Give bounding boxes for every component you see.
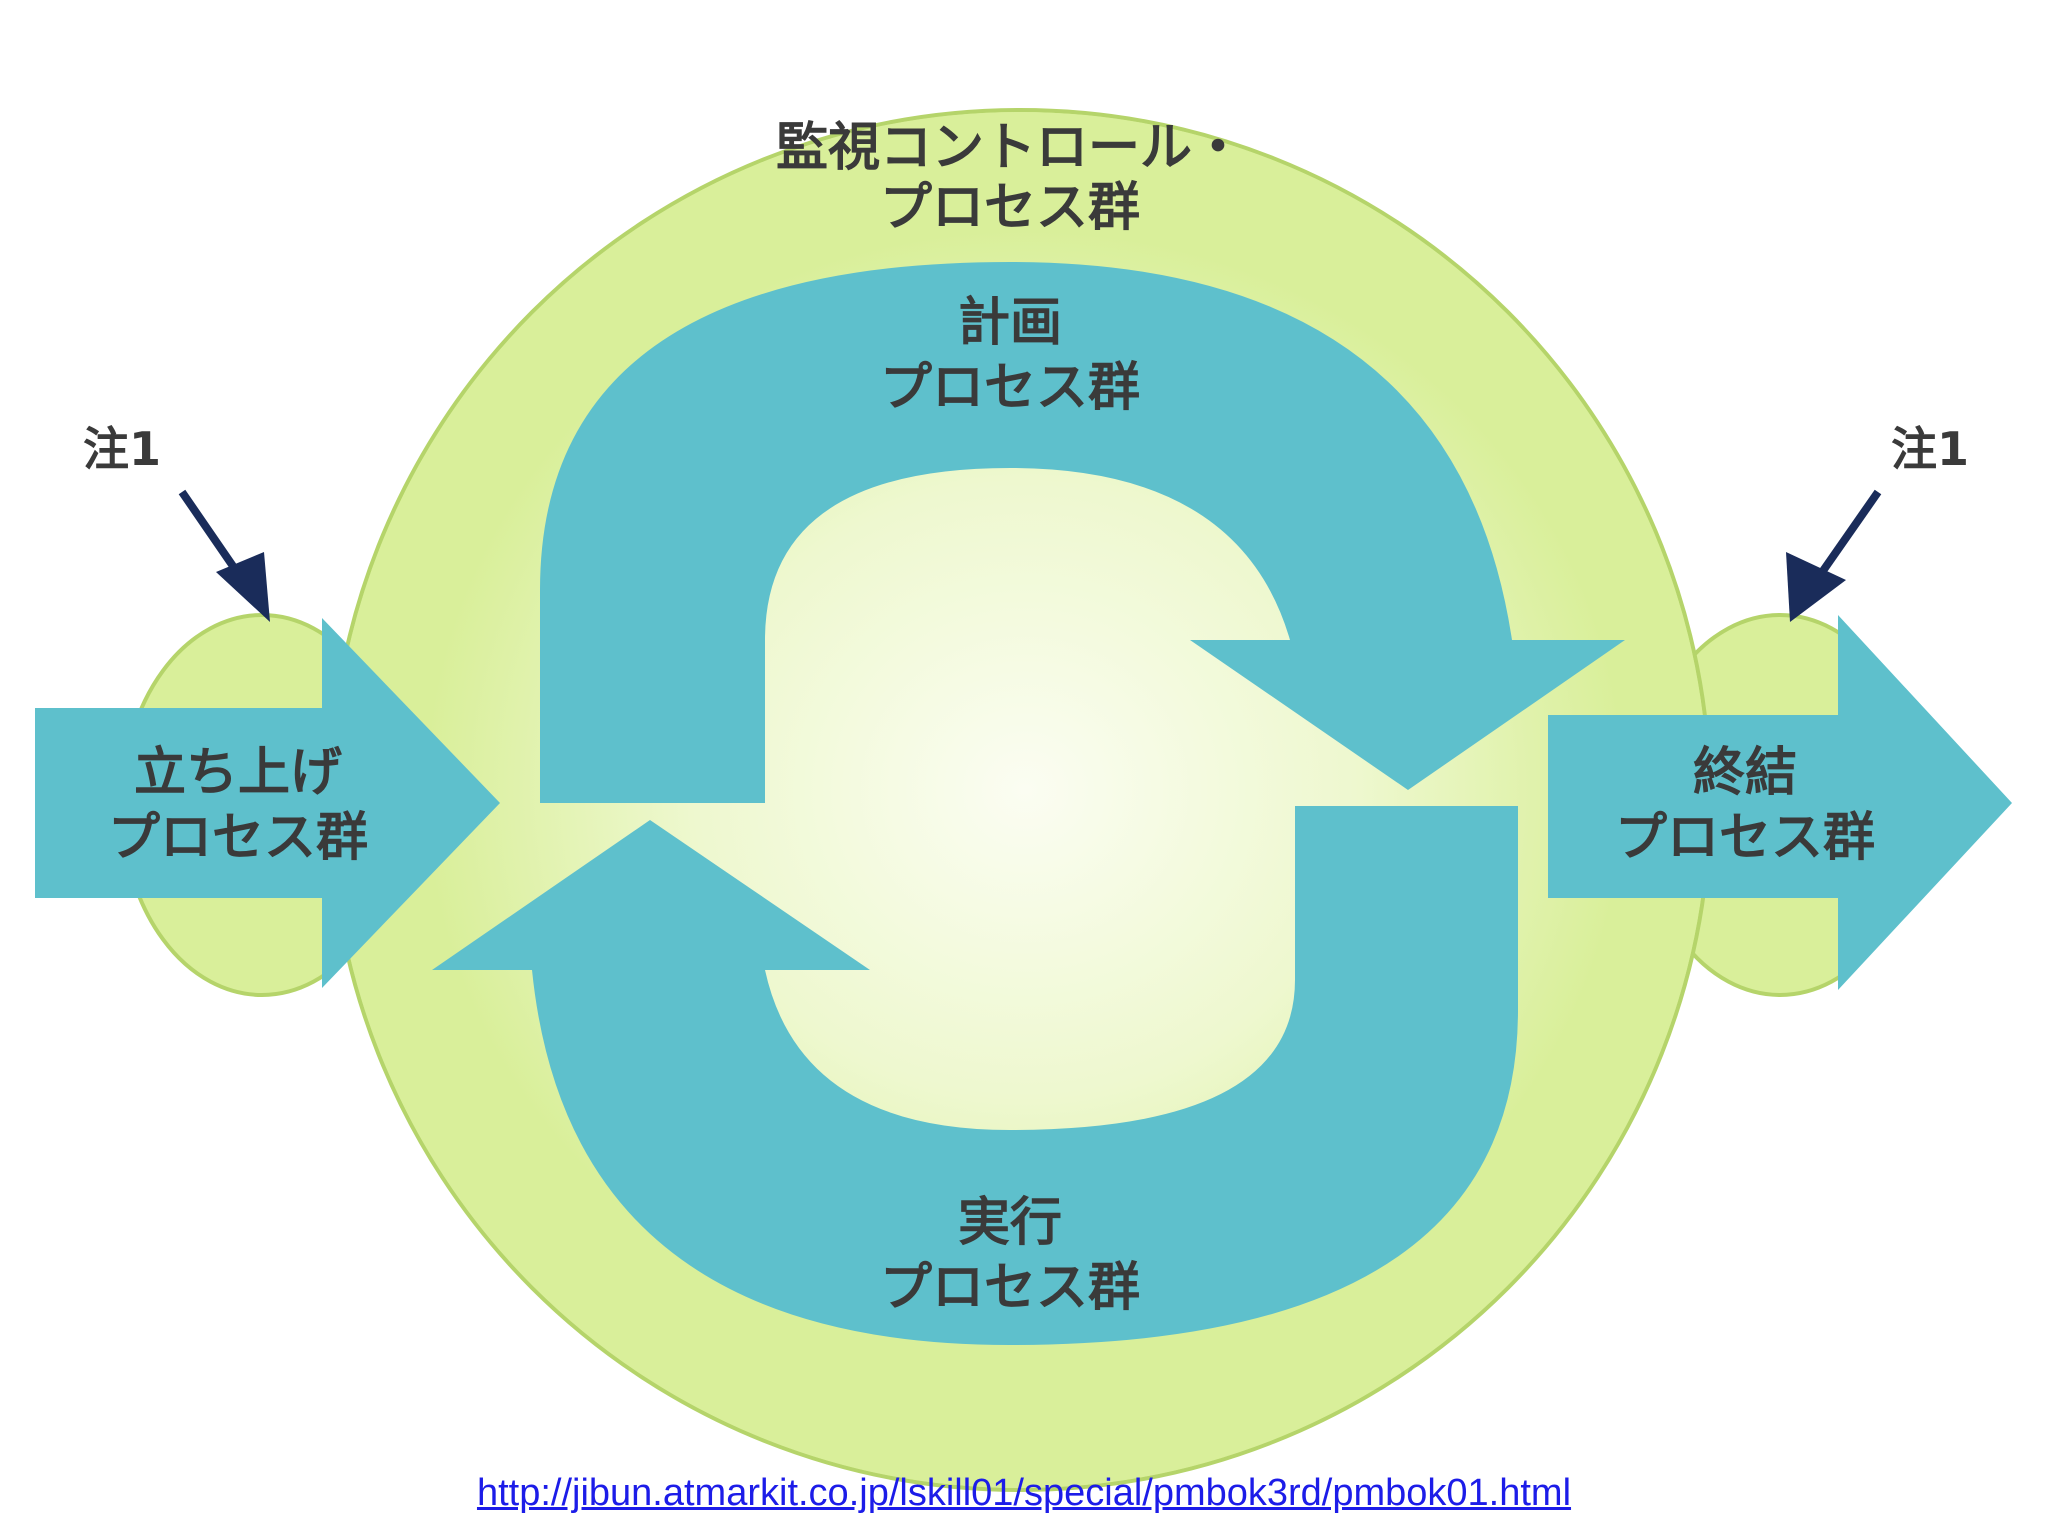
planning-label-line2: プロセス群 <box>880 358 1140 418</box>
monitoring-label-line2: プロセス群 <box>880 178 1140 238</box>
initiating-label-line2: プロセス群 <box>108 808 368 868</box>
closing-label-line1: 終結 <box>1693 743 1797 803</box>
initiating-label-line1: 立ち上げ <box>134 743 342 803</box>
monitoring-label-line1: 監視コントロール・ <box>776 118 1244 178</box>
note-pointer-left <box>178 489 270 622</box>
note-label-right: 注1 <box>1891 422 1969 476</box>
source-url-link[interactable]: http://jibun.atmarkit.co.jp/lskill01/spe… <box>476 1472 1572 1514</box>
closing-arrow <box>1548 615 2012 990</box>
closing-label-line2: プロセス群 <box>1615 808 1875 868</box>
note-label-left: 注1 <box>83 422 161 476</box>
executing-label-line2: プロセス群 <box>880 1258 1140 1318</box>
executing-label-line1: 実行 <box>958 1193 1062 1253</box>
planning-label-line1: 計画 <box>958 293 1062 353</box>
executing-arrow <box>432 806 1518 1345</box>
planning-arrow <box>540 262 1625 803</box>
initiating-arrow <box>35 618 500 988</box>
note-pointer-right <box>1786 489 1882 622</box>
